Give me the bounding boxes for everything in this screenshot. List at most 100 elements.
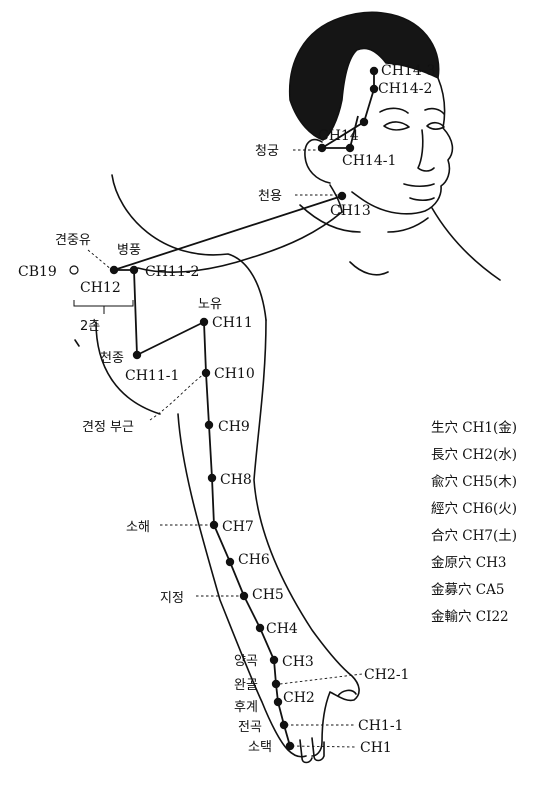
- point-ch11-1: [132, 350, 142, 360]
- hair-shape: [288, 11, 440, 141]
- point-labels: CH14-3 CH14-2 CH14 CH14-1 CH13 CB19 CH12…: [18, 63, 435, 756]
- label-ch5: CH5: [252, 587, 284, 603]
- label-ch14: CH14: [318, 128, 359, 144]
- korean-labels: 청궁 천용 견중유 병풍 2촌 노유 천종 견정 부근 소해 지정 양곡 완골 …: [55, 144, 282, 755]
- collar-right: [387, 217, 429, 233]
- point-ch11-2: [129, 265, 139, 275]
- point-ch11: [199, 317, 209, 327]
- label-ch11: CH11: [212, 315, 253, 331]
- legend-item: 合穴 CH7(土): [431, 528, 517, 544]
- korean-cheonyong: 천용: [258, 189, 282, 204]
- point-ch10: [201, 368, 211, 378]
- point-ch1-1: [279, 720, 289, 730]
- label-ch1: CH1: [360, 740, 392, 756]
- legend-item: 生穴 CH1(金): [431, 420, 517, 436]
- korean-two-chon: 2촌: [80, 319, 100, 334]
- point-ch9: [204, 420, 214, 430]
- chest-mark: [349, 261, 389, 276]
- back-curve: [111, 174, 267, 321]
- label-ch11-2: CH11-2: [145, 264, 199, 280]
- thumb-edge: [337, 689, 357, 697]
- point-ch6: [225, 557, 235, 567]
- neck-back: [137, 211, 343, 273]
- neck-line: [329, 184, 343, 213]
- label-ch2: CH2: [283, 690, 315, 706]
- korean-byeongpung: 병풍: [117, 243, 141, 258]
- label-ch10: CH10: [214, 366, 255, 382]
- ear-outline: [304, 138, 331, 184]
- arm-outline: [177, 319, 360, 764]
- korean-hugye: 후계: [234, 700, 258, 715]
- brow-right: [424, 107, 445, 115]
- nose-line: [417, 129, 435, 172]
- label-cb19: CB19: [18, 264, 57, 280]
- meridian-path: [113, 71, 375, 747]
- finger-1: [299, 739, 313, 764]
- korean-sohae: 소해: [126, 520, 150, 535]
- mouth-line: [403, 183, 435, 188]
- legend-item: 金募穴 CA5: [431, 582, 504, 598]
- korean-wangol: 완골: [234, 678, 258, 693]
- label-ch12: CH12: [80, 280, 121, 296]
- label-ch2-1: CH2-1: [364, 667, 409, 683]
- legend-item: 經穴 CH6(火): [431, 501, 517, 517]
- point-ch5: [239, 591, 249, 601]
- label-ch14-3: CH14-3: [381, 63, 435, 79]
- legend-item: 兪穴 CH5(木): [431, 474, 517, 490]
- brow-left: [379, 107, 409, 114]
- tick-mark: [74, 339, 80, 347]
- point-ch4: [255, 623, 265, 633]
- point-ch7: [209, 520, 219, 530]
- legend-item: 金原穴 CH3: [431, 555, 506, 571]
- eye-right: [426, 121, 445, 130]
- point-ch12: [109, 265, 119, 275]
- head-illustration: [288, 11, 454, 215]
- korean-nohyu: 노유: [198, 297, 222, 312]
- leader-lines: [87, 149, 363, 748]
- korean-yanggok: 양곡: [234, 654, 258, 669]
- korean-gyeonjeong: 견정 부근: [82, 420, 134, 435]
- point-ch1: [285, 741, 295, 751]
- label-ch11-1: CH11-1: [125, 368, 179, 384]
- korean-cheonjong: 천종: [100, 351, 124, 366]
- label-ch1-1: CH1-1: [358, 718, 403, 734]
- label-ch14-1: CH14-1: [342, 153, 396, 169]
- label-ch9: CH9: [218, 419, 250, 435]
- face-outline: [351, 77, 454, 215]
- point-cheonggung: [317, 143, 327, 153]
- point-ch8: [207, 473, 217, 483]
- label-ch8: CH8: [220, 472, 252, 488]
- point-ch14-3: [369, 66, 379, 76]
- legend-item: 長穴 CH2(水): [431, 447, 517, 463]
- neck-front: [431, 207, 501, 281]
- acupoints: [69, 66, 379, 751]
- body-outline: [74, 174, 501, 415]
- point-ch2-1: [271, 679, 281, 689]
- korean-cheonggung: 청궁: [255, 144, 279, 159]
- chin-line: [409, 197, 435, 202]
- scapula-curve: [95, 321, 161, 415]
- point-ch14-1: [345, 143, 355, 153]
- point-ch14-2: [369, 84, 379, 94]
- korean-sotaek: 소택: [248, 740, 272, 755]
- label-ch7: CH7: [222, 519, 254, 535]
- label-ch4: CH4: [266, 621, 298, 637]
- label-ch13: CH13: [330, 203, 371, 219]
- collar-left: [299, 204, 361, 233]
- arm-inner-edge: [177, 413, 307, 758]
- point-cb19: [69, 265, 79, 275]
- label-ch14-2: CH14-2: [378, 81, 432, 97]
- korean-jijeong: 지정: [160, 591, 184, 606]
- korean-gyeonjungyu: 견중유: [55, 233, 91, 248]
- label-ch6: CH6: [238, 552, 270, 568]
- point-ch14: [359, 117, 369, 127]
- two-chon-bracket: [73, 300, 134, 314]
- point-ch3: [269, 655, 279, 665]
- label-ch3: CH3: [282, 654, 314, 670]
- point-ch13: [337, 191, 347, 201]
- legend: 生穴 CH1(金) 長穴 CH2(水) 兪穴 CH5(木) 經穴 CH6(火) …: [431, 420, 517, 625]
- eye-left: [383, 121, 410, 131]
- point-ch2: [273, 697, 283, 707]
- legend-item: 金輸穴 CI22: [431, 609, 509, 625]
